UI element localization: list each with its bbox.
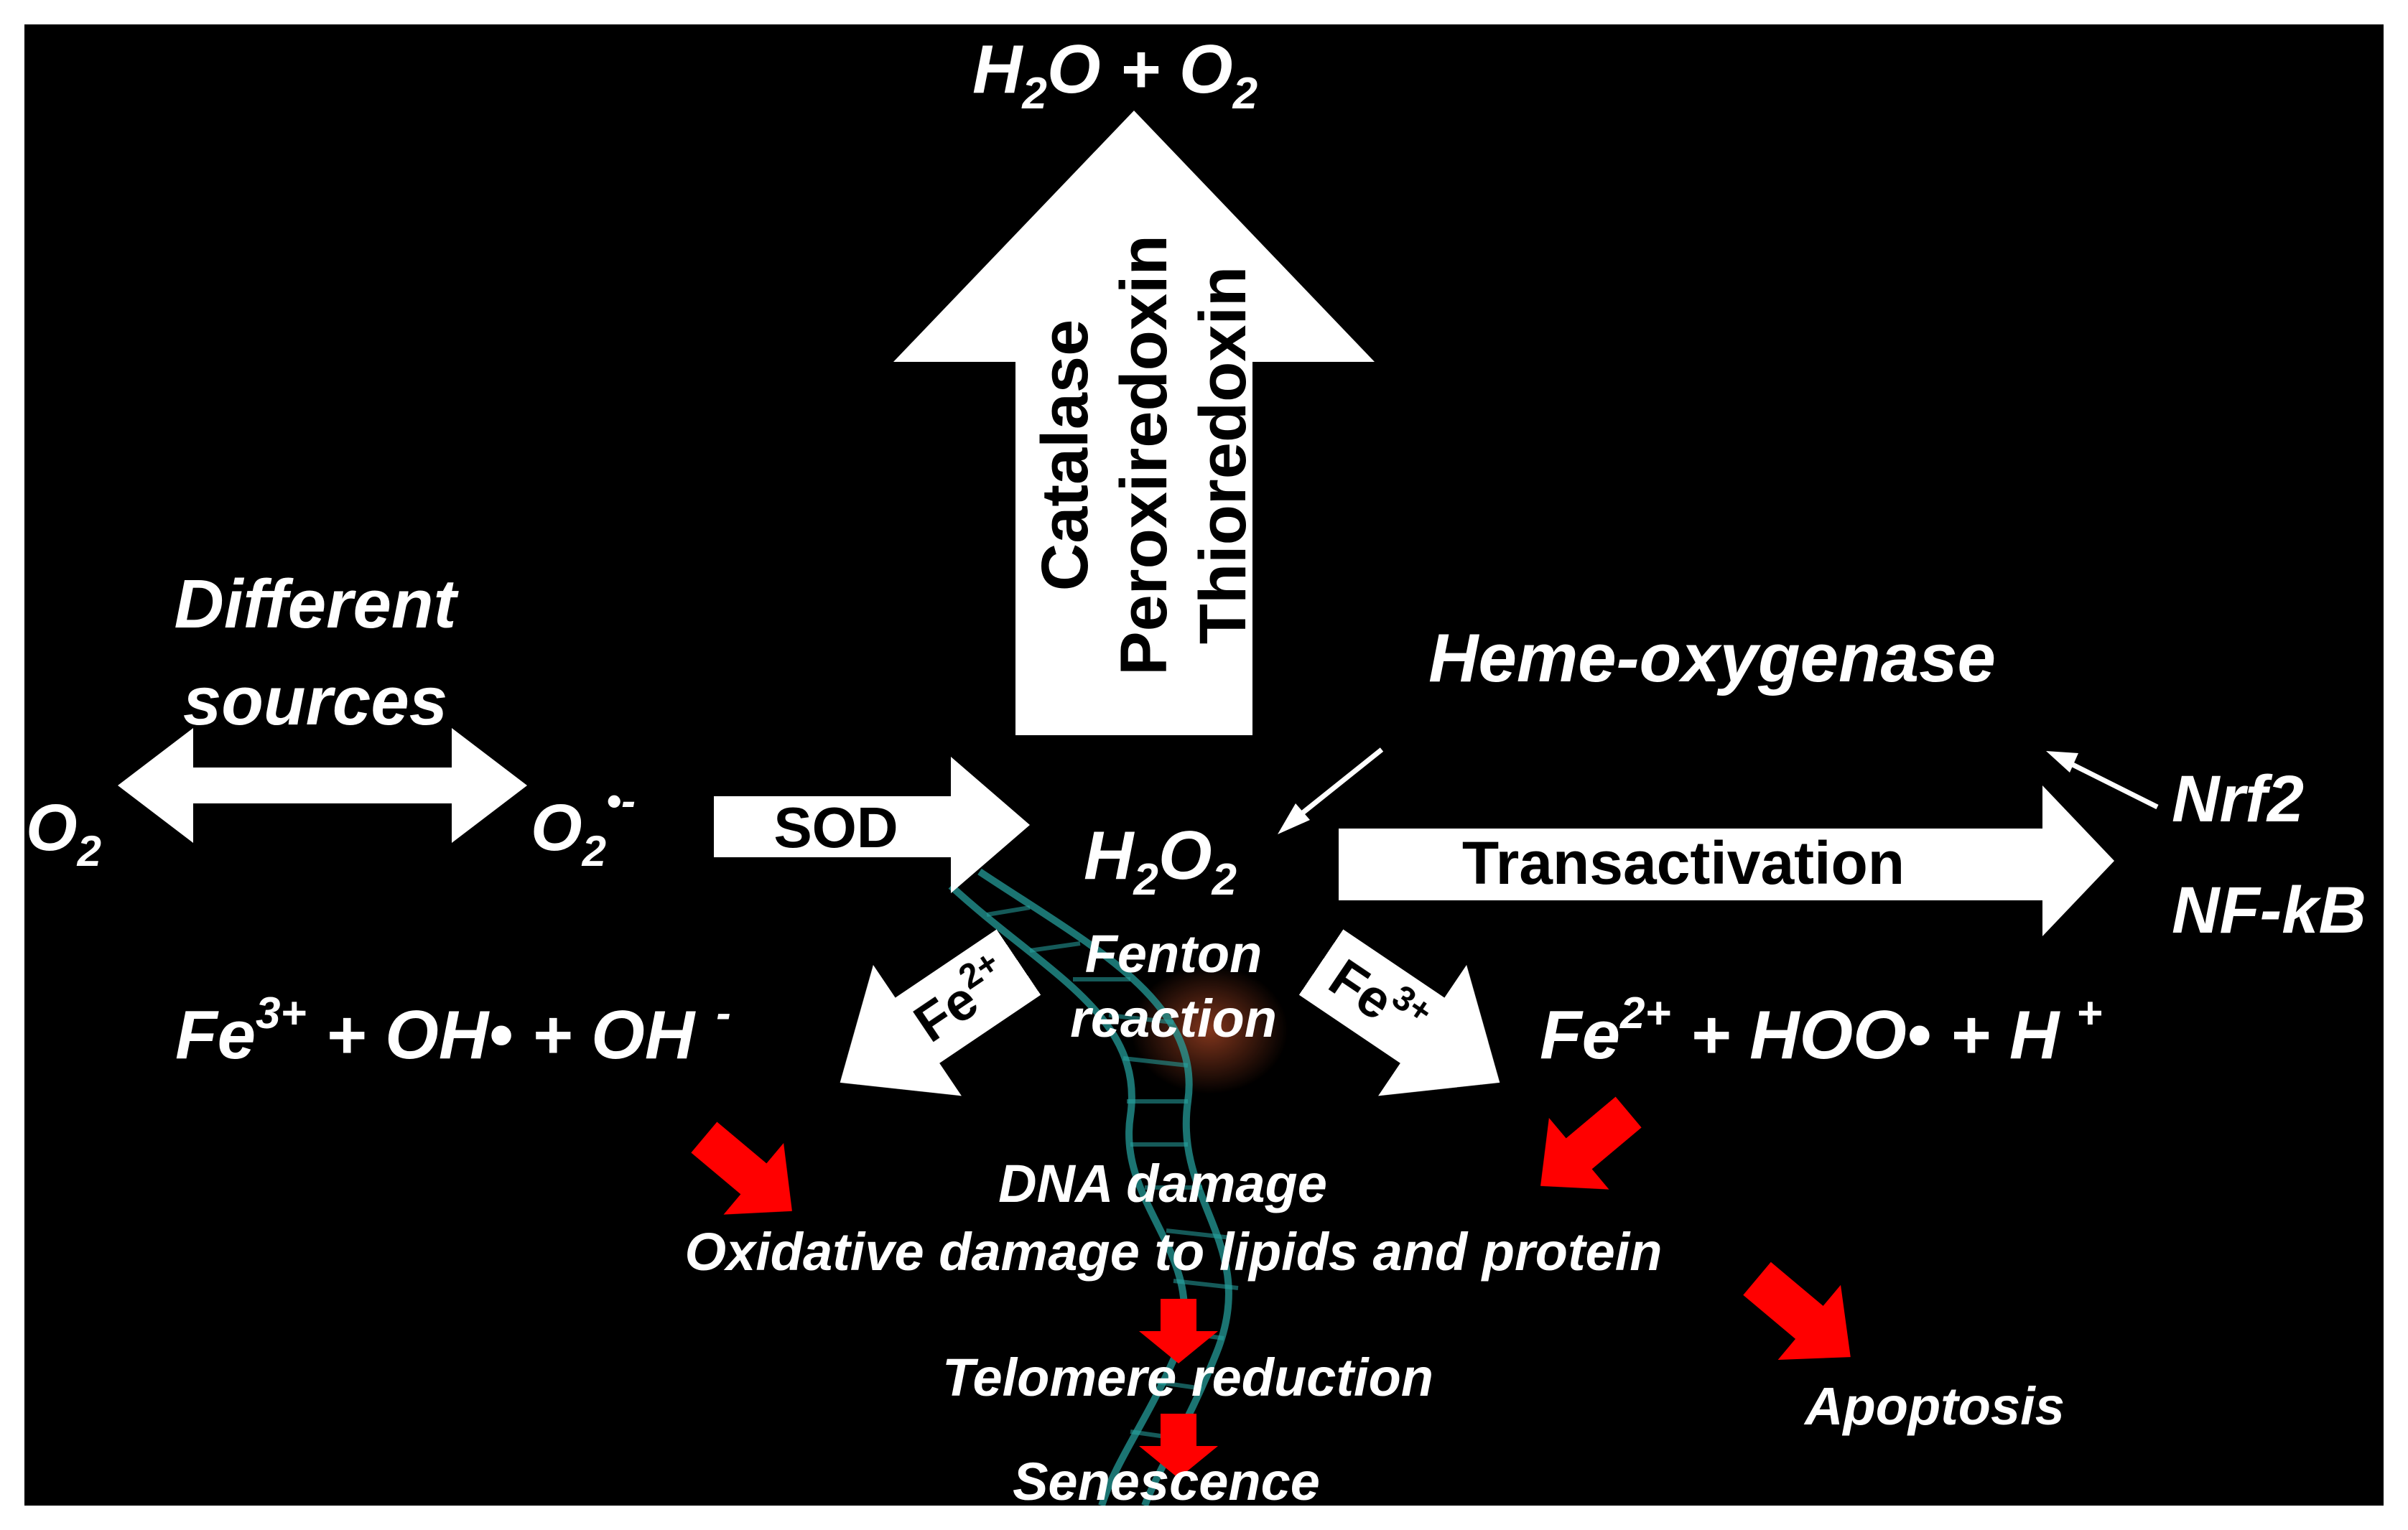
nfkb-label: NF-kB xyxy=(2172,874,2366,947)
h2o2-label: H2O2 xyxy=(1084,817,1237,905)
red-arrow-left-damage xyxy=(691,1121,792,1215)
left-fenton-products: Fe3+ + OH• + OH- xyxy=(175,989,731,1073)
senescence-label: Senescence xyxy=(1013,1452,1320,1506)
detox-up-arrow xyxy=(893,111,1375,735)
sod-label: SOD xyxy=(773,796,898,859)
fe3-diagonal-arrow: Fe3+ xyxy=(1298,929,1500,1096)
different-sources-line1: Different xyxy=(175,566,460,643)
fenton-line1: Fenton xyxy=(1085,924,1263,984)
dna-damage-label: DNA damage xyxy=(998,1154,1327,1213)
diagram-frame: Catalase Peroxiredoxin Thioredoxin H2O +… xyxy=(24,24,2384,1506)
heme-pointer-head xyxy=(1278,803,1310,834)
nrf2-label: Nrf2 xyxy=(2172,762,2304,836)
superoxide-label: O2•- xyxy=(531,777,636,875)
different-sources-line2: sources xyxy=(183,663,447,740)
nrf2-pointer-line xyxy=(2063,757,2159,810)
red-arrow-right-damage xyxy=(1540,1096,1642,1190)
h2o-o2-products: H2O + O2 xyxy=(972,31,1258,118)
ros-pathway-diagram: Catalase Peroxiredoxin Thioredoxin H2O +… xyxy=(26,31,2366,1506)
fe2-diagonal-arrow: Fe2+ xyxy=(840,929,1041,1096)
o2-label: O2 xyxy=(26,791,101,875)
thioredoxin-label: Thioredoxin xyxy=(1186,266,1260,644)
peroxiredoxin-label: Peroxiredoxin xyxy=(1107,235,1181,676)
heme-pointer-line xyxy=(1290,747,1384,824)
red-arrow-telomere xyxy=(1139,1299,1218,1363)
transactivation-arrow xyxy=(1339,785,2114,936)
red-arrow-senescence xyxy=(1139,1414,1218,1478)
right-fenton-products: Fe2+ + HOO• + H+ xyxy=(1540,989,2102,1073)
apoptosis-label: Apoptosis xyxy=(1803,1376,2065,1436)
fenton-line2: reaction xyxy=(1070,989,1277,1048)
double-arrow xyxy=(118,728,527,843)
catalase-label: Catalase xyxy=(1028,319,1102,591)
sod-arrow xyxy=(714,757,1030,893)
oxidative-damage-label: Oxidative damage to lipids and protein xyxy=(684,1222,1662,1282)
nrf2-pointer-head xyxy=(2046,751,2078,773)
heme-oxygenase-label: Heme-oxygenase xyxy=(1428,620,1996,696)
transactivation-label: Transactivation xyxy=(1462,829,1905,897)
red-arrow-apoptosis xyxy=(1743,1261,1851,1360)
telomere-reduction-label: Telomere reduction xyxy=(942,1348,1433,1407)
